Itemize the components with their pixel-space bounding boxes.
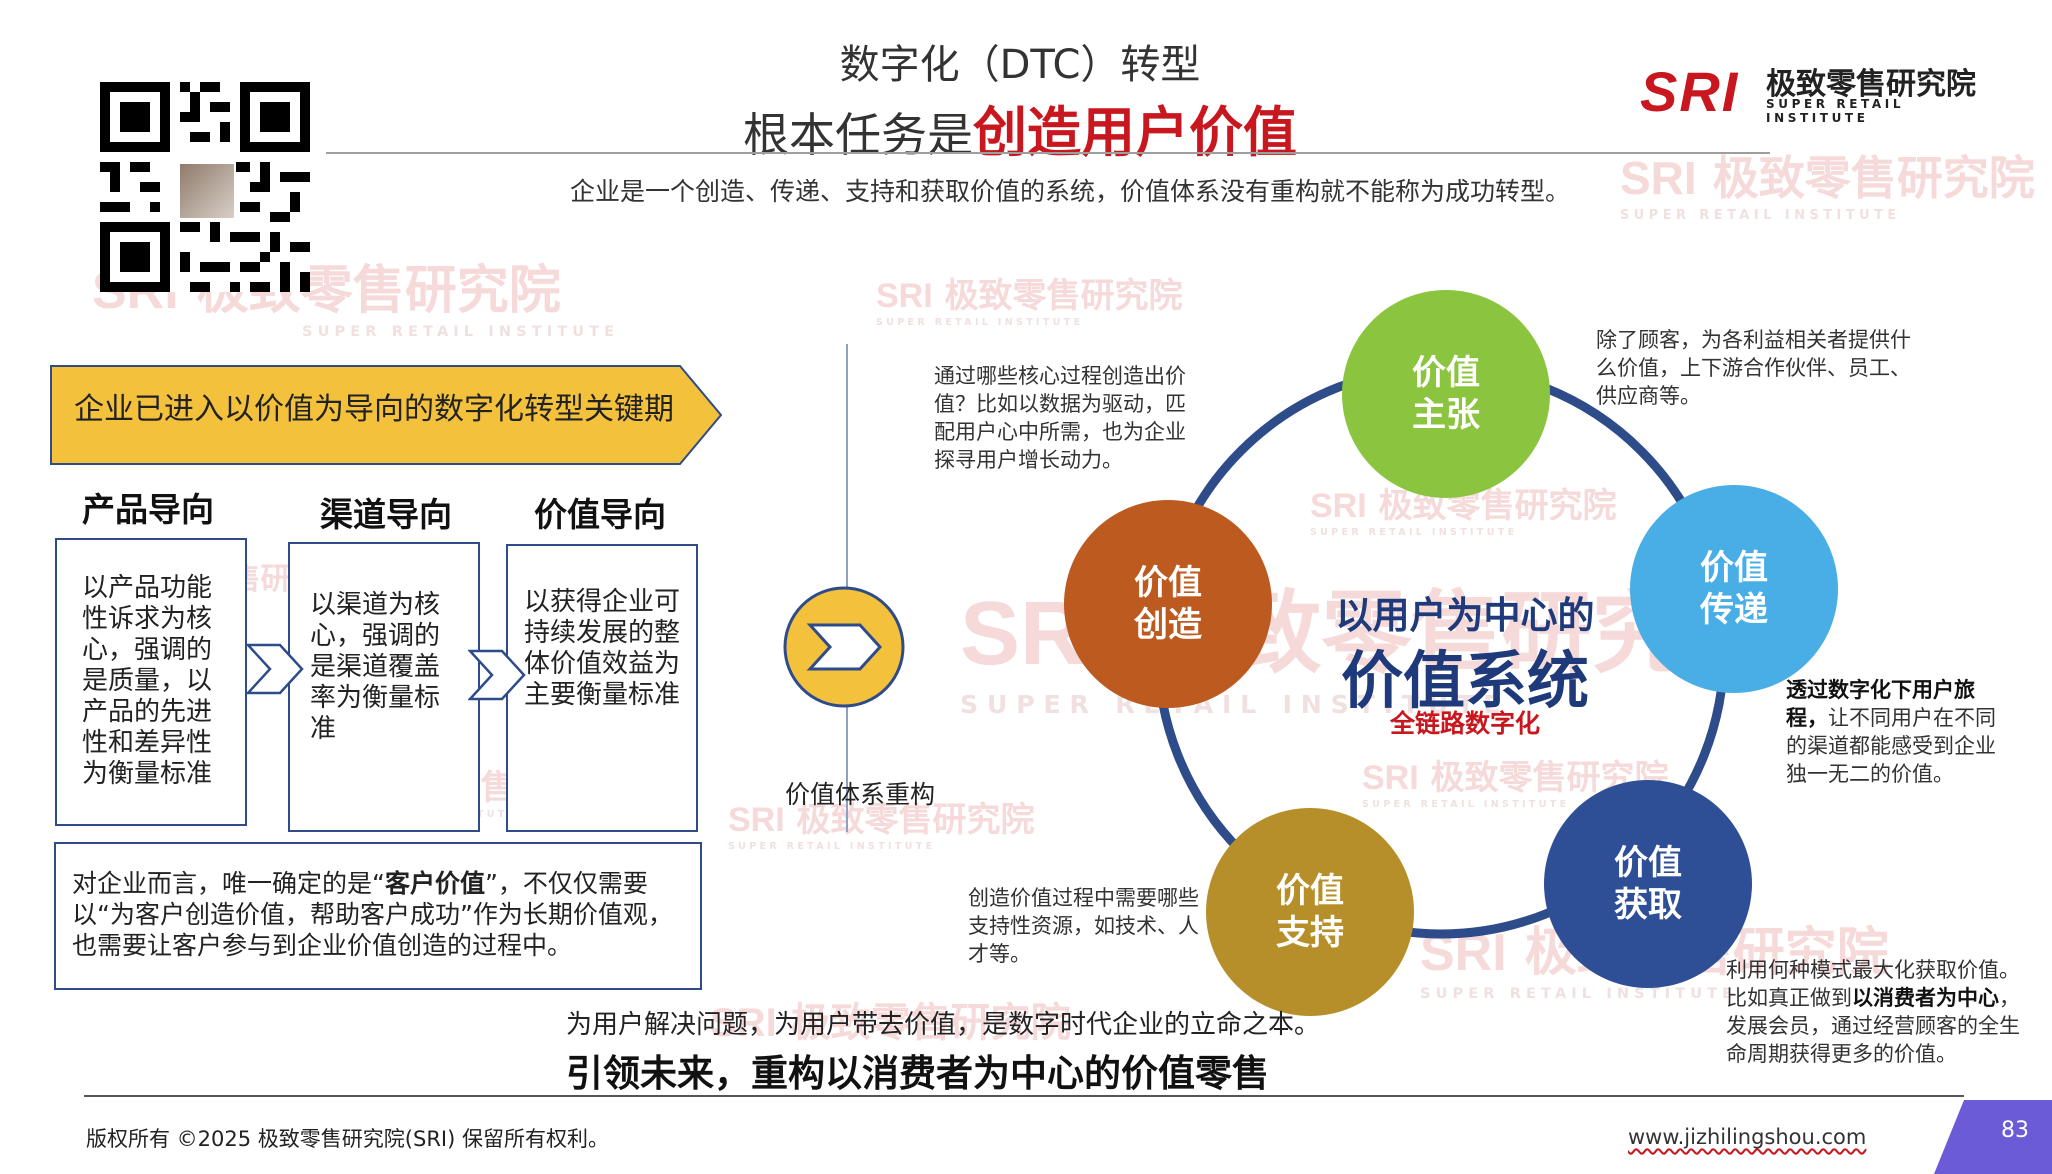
logo-name-en: SUPER RETAIL INSTITUTE (1766, 97, 1905, 125)
note-creation: 通过哪些核心过程创造出价值？比如以数据为驱动，匹配用户心中所需，也为企业探寻用户… (934, 364, 1186, 472)
node-label: 价值 (1134, 563, 1202, 603)
column-box-product (55, 538, 247, 826)
chevron-right-icon (468, 649, 526, 701)
node-label: 价值 (1614, 843, 1682, 883)
column-text-product: 以产品功能性诉求为核心，强调的是质量，以产品的先进性和差异性为衡量标准 (82, 573, 213, 789)
page-number-badge (1934, 1100, 2052, 1174)
node-value-delivery: 价值 传递 (1630, 485, 1838, 693)
website-link[interactable]: www.jizhilingshou.com (1628, 1125, 1867, 1149)
node-value-capture: 价值 获取 (1544, 780, 1752, 988)
statement-pre: 对企业而言，唯一确定的是“ (72, 869, 385, 898)
sri-logo: SRI 极致零售研究院 SUPER RETAIL INSTITUTE (1640, 55, 1980, 125)
note-delivery-rest: 让不同用户在不同的渠道都能感受到企业独一无二的价值。 (1786, 706, 1996, 786)
note-capture-pre: 利用何种模式最大化获取价值。比如真正做到 (1726, 958, 2020, 1010)
node-label: 获取 (1614, 885, 1682, 925)
statement-bold: 客户价值 (384, 869, 485, 898)
page-subtitle-headline: 根本任务是创造用户价值 (620, 88, 1420, 167)
banner-text: 企业已进入以价值为导向的数字化转型关键期 (74, 392, 674, 427)
center-tagline: 全链路数字化 (1389, 709, 1540, 738)
column-box-channel (288, 542, 480, 832)
node-label: 主张 (1412, 395, 1480, 435)
column-title-product: 产品导向 (82, 490, 214, 529)
node-label: 价值 (1700, 548, 1768, 588)
note-capture: 利用何种模式最大化获取价值。比如真正做到以消费者为中心，发展会员，通过经营顾客的… (1726, 956, 2030, 1068)
footer-statement: 为用户解决问题，为用户带去价值，是数字时代企业的立命之本。 (566, 1010, 1321, 1040)
column-title-value: 价值导向 (534, 495, 666, 534)
column-box-value (506, 544, 698, 832)
qr-center-avatar (178, 162, 236, 220)
note-proposition: 除了顾客，为各利益相关者提供什么价值，上下游合作伙伴、员工、供应商等。 (1596, 328, 1911, 408)
watermark: SRI 极致零售研究院 SUPER RETAIL INSTITUTE (876, 276, 1183, 328)
note-support: 创造价值过程中需要哪些支持性资源，如技术、人才等。 (968, 886, 1199, 966)
center-title-line2: 价值系统 (1340, 644, 1589, 717)
banner-arrow (50, 365, 722, 465)
node-label: 价值 (1412, 353, 1480, 393)
node-label: 创造 (1134, 605, 1202, 645)
copyright-text: 版权所有 ©2025 极致零售研究院(SRI) 保留所有权利。 (86, 1127, 609, 1151)
qr-code-pattern (100, 82, 310, 292)
statement-text: 对企业而言，唯一确定的是“客户价值”，不仅仅需要以“为客户创造价值，帮助客户成功… (72, 868, 692, 961)
note-capture-post: ，发展会员，通过经营顾客的全生命周期获得更多的价值。 (1726, 986, 2020, 1066)
node-label: 价值 (1276, 871, 1344, 911)
headline-highlight: 创造用户价值 (973, 101, 1297, 164)
footer-divider (84, 1095, 1964, 1097)
header-subtitle: 企业是一个创造、传递、支持和获取价值的系统，价值体系没有重构就不能称为成功转型。 (569, 177, 1570, 206)
page-number: 83 (2001, 1118, 2029, 1143)
node-value-proposition: 价值 主张 (1342, 290, 1550, 498)
chevron-right-icon (246, 643, 304, 695)
node-value-creation: 价值 创造 (1064, 500, 1272, 708)
node-label: 支持 (1276, 913, 1344, 953)
logo-mark: SRI (1640, 60, 1740, 123)
column-title-channel: 渠道导向 (320, 495, 452, 534)
statement-post: ”，不仅仅需要以“为客户创造价值，帮助客户成功”作为长期价值观，也需要让客户参与… (72, 869, 673, 960)
header-divider (326, 152, 1770, 154)
column-text-channel: 以渠道为核心，强调的是渠道覆盖率为衡量标准 (310, 590, 441, 744)
logo-name-cn: 极致零售研究院 (1766, 67, 1976, 102)
footer-slogan: 引领未来，重构以消费者为中心的价值零售 (566, 1052, 1269, 1095)
chevron-circle-icon (783, 586, 905, 708)
node-label: 传递 (1700, 590, 1768, 630)
rebuild-label: 价值体系重构 (784, 780, 935, 809)
center-title-line1: 以用户为中心的 (1335, 594, 1595, 637)
statement-box (54, 842, 702, 990)
node-value-support: 价值 支持 (1206, 808, 1414, 1016)
page-title: 数字化（DTC）转型 (839, 42, 1201, 88)
note-delivery: 透过数字化下用户旅程，让不同用户在不同的渠道都能感受到企业独一无二的价值。 (1786, 676, 2016, 788)
note-capture-bold: 以消费者为中心 (1852, 986, 1999, 1010)
column-text-value: 以获得企业可持续发展的整体价值效益为主要衡量标准 (524, 587, 681, 710)
note-delivery-bold: 透过数字化下用户旅程， (1786, 678, 1975, 730)
